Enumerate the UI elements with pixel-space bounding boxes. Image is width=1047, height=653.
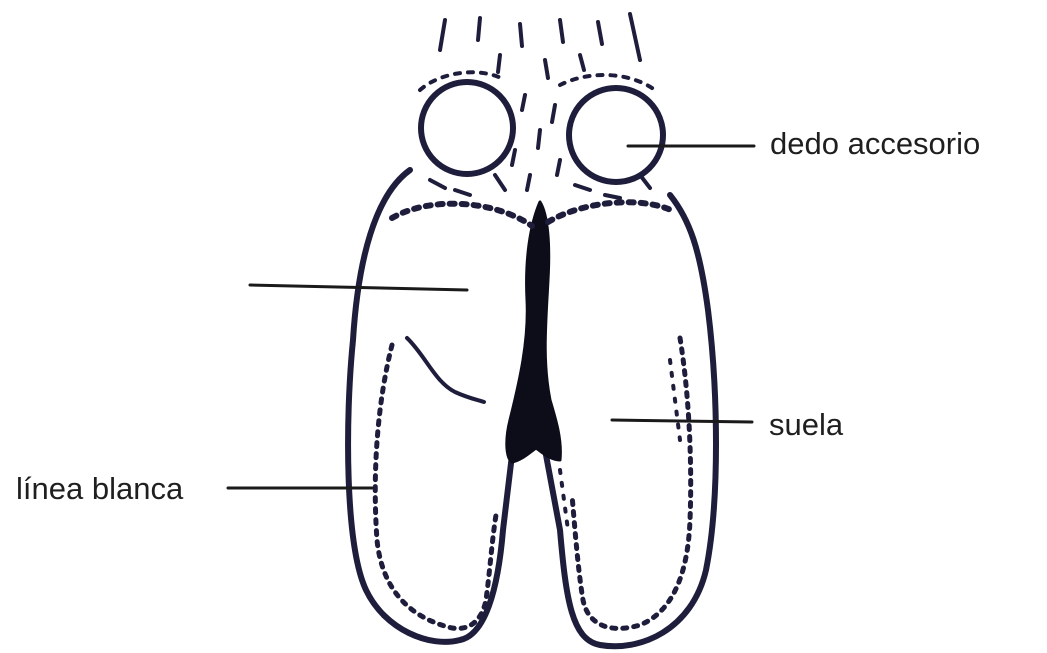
label-dedo-accesorio: dedo accesorio [770, 128, 980, 159]
right-inner-dashes [560, 360, 680, 530]
right-accessory-digit [569, 88, 663, 182]
left-accessory-digit [421, 82, 513, 174]
label-linea-blanca: línea blanca [16, 473, 183, 504]
right-white-line [572, 338, 691, 628]
left-heel-mark [407, 338, 484, 402]
skin-texture [430, 14, 650, 198]
interdigital-cleft [507, 202, 561, 462]
left-white-line [375, 345, 496, 628]
label-suela: suela [769, 409, 843, 440]
leader-suela [612, 420, 752, 422]
